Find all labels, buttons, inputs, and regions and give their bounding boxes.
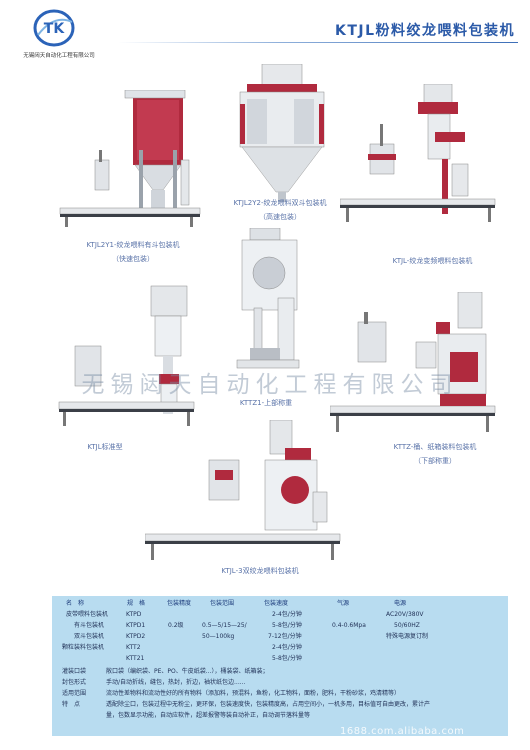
machine-photo-ktjl-vf xyxy=(340,84,500,234)
spec-table: 名 称 规 格 包装精度 包装范围 包装速度 气源 电源 皮带喂料包装机 KTP… xyxy=(52,596,508,736)
caption-m6-line1: KTTZ-桶、纸箱装料包装机 xyxy=(393,443,477,451)
site-watermark: 1688.com.alibaba.com xyxy=(340,726,465,737)
extra-scope-label: 适用范围 xyxy=(62,690,87,697)
row5-speed: 5-8包/分钟 xyxy=(272,655,302,662)
row3-power: 特殊电源复订制 xyxy=(386,633,429,640)
row1-name: 皮带喂料包装机 xyxy=(66,611,109,618)
row3-speed: 7-12包/分钟 xyxy=(268,633,302,640)
row1-model: KTPD xyxy=(126,611,142,618)
machine-photo-ktjl-standard xyxy=(55,284,200,434)
header-range: 包装范围 xyxy=(210,600,235,607)
row2-range: 0.5—5/15—25/ xyxy=(202,622,247,629)
row4-model: KTT2 xyxy=(126,644,141,651)
machine-photo-ktjl2y1 xyxy=(55,90,210,230)
page-title: KTJL粉料绞龙喂料包装机 xyxy=(334,23,515,39)
extra-seal-label: 封包形式 xyxy=(62,679,87,686)
row3-model: KTPD2 xyxy=(126,633,146,640)
header-air: 气源 xyxy=(337,600,350,607)
extra-features-text: 透配除尘口，包装过程中无粉尘，更环保，包装速度快，包装精度高，占用空间小，一机多… xyxy=(106,701,431,708)
row3-range: 50—100kg xyxy=(202,633,235,640)
header-name: 名 称 xyxy=(66,600,85,607)
company-logo: TK 无锡闼天自动化工程有限公司 xyxy=(12,8,102,70)
row2-speed: 5-8包/分钟 xyxy=(272,622,302,629)
extra-features-label: 特 点 xyxy=(62,701,81,708)
row1-power: AC20V/380V xyxy=(386,611,424,618)
header-divider xyxy=(118,42,518,43)
row2-accuracy: 0.2级 xyxy=(168,622,184,629)
caption-m1-line1: KTJL2Y1-绞龙喂料有斗包装机 xyxy=(86,241,180,249)
header-accuracy: 包装精度 xyxy=(167,600,192,607)
extra-features-text-2: 量，包数显示功能，自动应软件，超差报警等装自动补正，自动调节落料量等 xyxy=(106,712,311,719)
logo-letters: TK xyxy=(44,21,66,37)
tk-logo-icon: TK xyxy=(33,9,75,47)
company-watermark: 无锡闼天自动化工程有限公司 xyxy=(81,372,459,398)
machine-photo-ktjl2y2 xyxy=(232,64,332,204)
row2-model: KTPD1 xyxy=(126,622,146,629)
header-model: 规 格 xyxy=(127,600,146,607)
caption-m7-line1: KTJL-3双绞龙喂料包装机 xyxy=(221,567,299,575)
row2-power: 50/60HZ xyxy=(394,622,420,629)
extra-bags-label: 灌装口袋 xyxy=(62,668,87,675)
extra-seal-text: 手动/自动折线，缝包，热封，折边，袖状纸包边...... xyxy=(106,679,246,686)
caption-m1-line2: （快速包装） xyxy=(112,255,154,263)
row3-name: 双斗包装机 xyxy=(74,633,105,640)
row5-model: KTT21 xyxy=(126,655,145,662)
machine-photo-kttz1 xyxy=(232,228,307,373)
caption-m5-line1: KTJL标准型 xyxy=(87,443,123,451)
caption-m6-line2: （下部称重） xyxy=(414,457,456,465)
extra-bags-text: 敞口袋（编织袋、PE、PO、牛皮纸袋...），桶装袋、纸箱装； xyxy=(106,668,269,675)
header-speed: 包装速度 xyxy=(264,600,289,607)
row4-name: 颗粒装料包装机 xyxy=(62,644,105,651)
caption-m3-line1: KTJL-绞龙变频喂料包装机 xyxy=(392,257,473,265)
machine-photo-ktjl3 xyxy=(145,420,345,565)
row2-air: 0.4-0.6Mpa xyxy=(332,622,366,629)
row4-speed: 2-4包/分钟 xyxy=(272,644,302,651)
caption-m4-line1: KTTZ1-上部称重 xyxy=(239,399,293,407)
extra-scope-text: 流动性差物料和流动性好的所有物料（添加料，预混料，鱼粉，化工物料，面粉，肥料，干… xyxy=(106,690,401,697)
machine-photo-kttz xyxy=(330,292,500,442)
company-name: 无锡闼天自动化工程有限公司 xyxy=(23,53,95,59)
header-power: 电源 xyxy=(394,600,407,607)
caption-m2-line1: KTJL2Y2-绞龙喂料双斗包装机 xyxy=(233,199,327,207)
row1-speed: 2-4包/分钟 xyxy=(272,611,302,618)
row2-name: 有斗包装机 xyxy=(74,622,105,629)
caption-m2-line2: （高速包装） xyxy=(259,213,301,221)
